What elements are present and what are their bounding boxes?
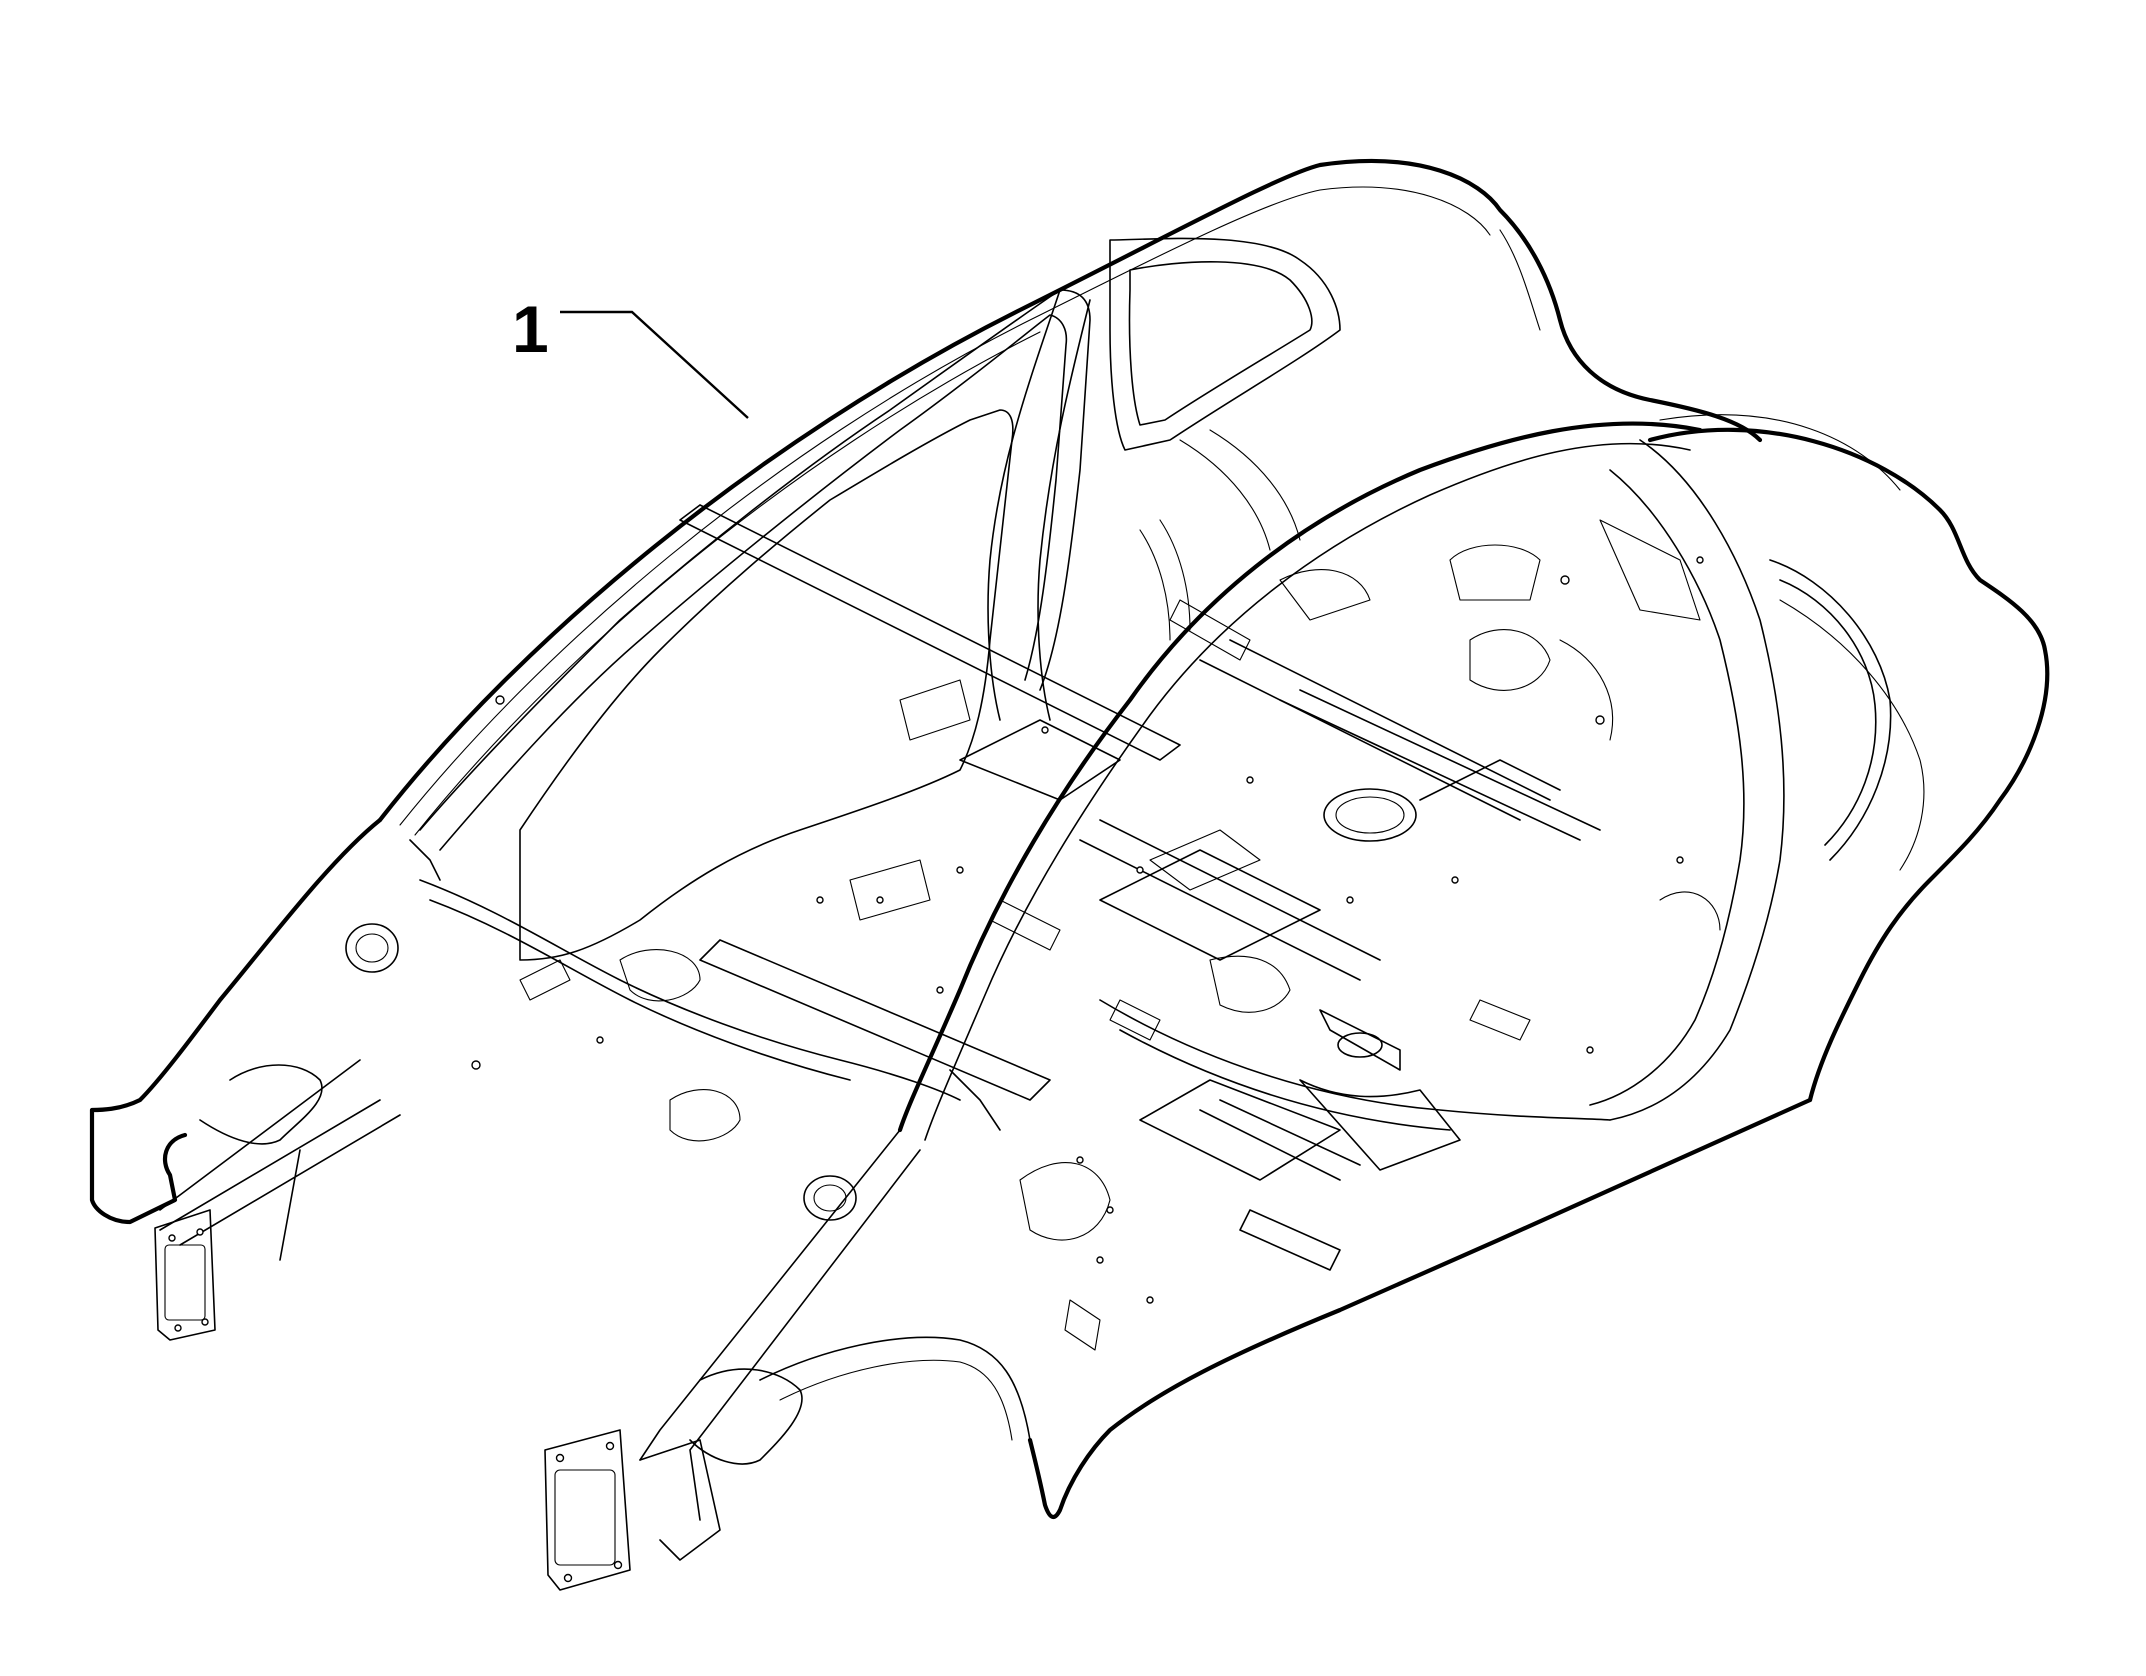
callout-1: 1 [512,292,749,419]
floor-crossmember-rear [1199,1099,1361,1271]
inner-wheelhouse-left [199,1064,323,1145]
strut-tower-left [345,923,399,973]
b-pillar [987,289,1091,721]
windshield-opening [519,409,1014,961]
strut-tower-right [803,1175,857,1221]
front-floor-pan [1139,1079,1461,1181]
front-rail-right [639,1129,921,1521]
roof-crossbar [679,504,1181,761]
floor-tunnel [959,719,1321,961]
rear-quarter-outline [1647,427,2050,1103]
front-right-lower [759,1336,1031,1441]
windshield-frame [419,289,1091,831]
floor-crossmember-front [699,939,1051,1101]
callout-number: 1 [512,292,549,366]
front-rail-left [159,1059,401,1261]
car-body-shell-icon [89,158,2050,1591]
floor-crossmember-mid [1079,819,1381,981]
leader-line [560,310,749,419]
roof-outline [377,158,1763,823]
a-pillar-arch [897,421,1703,1133]
rear-window [1109,237,1341,451]
inner-wheelhouse-right [689,1368,803,1465]
front-left-rail-outline [89,817,383,1225]
seat-crossmember-rear [1279,689,1601,841]
firewall-cowl [419,879,961,1101]
crash-box-right [544,1429,631,1591]
crash-box-left [154,1209,216,1341]
sill-outline [1027,1097,1813,1519]
door-opening-sill [1099,999,1611,1131]
spare-wheel-well [1323,788,1417,842]
